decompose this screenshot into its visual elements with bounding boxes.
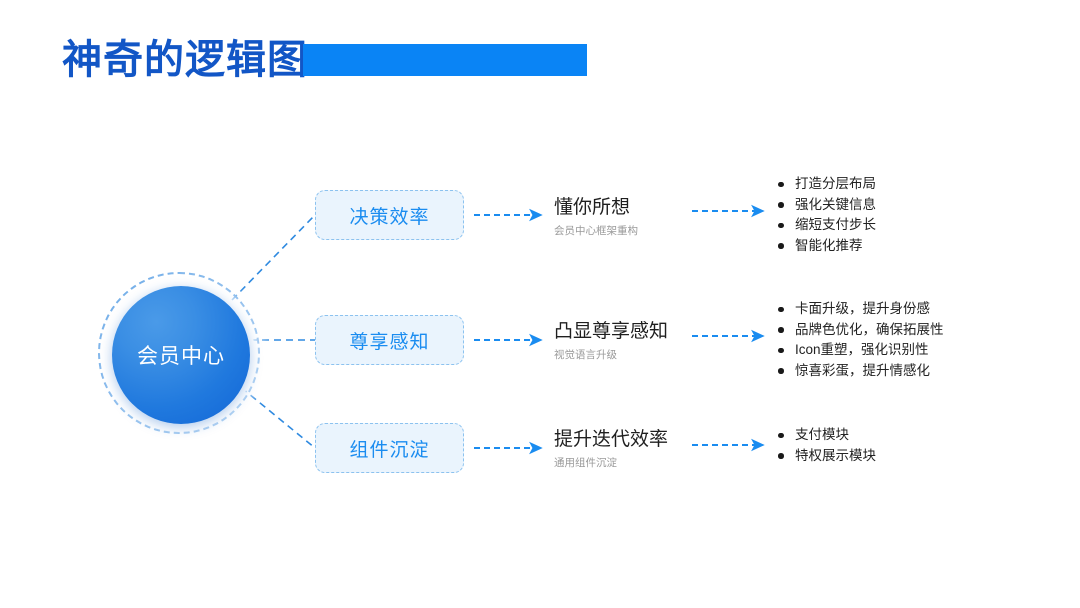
bullet-dot-icon [778,222,784,228]
headline-group-2: 提升迭代效率 通用组件沉淀 [554,428,754,471]
bullet-item-label: 智能化推荐 [795,237,863,253]
bullet-item-label: 品牌色优化，确保拓展性 [795,321,944,337]
title-accent-bar [303,44,587,76]
headline-title: 提升迭代效率 [554,429,669,450]
bullet-item: 品牌色优化，确保拓展性 [778,320,944,341]
headline-group-0: 懂你所想 会员中心框架重构 [554,196,754,239]
bullet-item: 智能化推荐 [778,236,876,257]
bullet-dot-icon [778,306,784,312]
headline-title: 凸显尊享感知 [554,321,669,342]
headline-group-1: 凸显尊享感知 视觉语言升级 [554,320,754,363]
category-box-label: 决策效率 [349,206,430,228]
bullet-list-1: 卡面升级，提升身份感品牌色优化，确保拓展性 Icon重塑，强化识别性惊喜彩蛋，提升… [778,299,944,381]
bullet-dot-icon [778,243,784,249]
headline-subtitle: 通用组件沉淀 [554,457,617,469]
bullet-item-label: Icon重塑，强化识别性 [795,342,929,357]
bullet-dot-icon [778,368,784,374]
slide-header: 神奇的逻辑图 [0,0,1080,110]
bullet-item: Icon重塑，强化识别性 [778,340,944,361]
bullet-item: 打造分层布局 [778,174,876,195]
bullet-item-label: 卡面升级，提升身份感 [795,301,930,316]
bullet-dot-icon [778,181,784,187]
bullet-dot-icon [778,432,784,438]
category-box-label: 组件沉淀 [349,439,430,461]
bullet-dot-icon [778,202,784,208]
bullet-item-label: 打造分层布局 [795,176,876,191]
bullet-item-label: 支付模块 [795,427,849,442]
bullet-item: 支付模块 [778,425,876,446]
category-box-premium-perception[interactable]: 尊享感知 [315,315,464,365]
bullet-item: 强化关键信息 [778,195,876,216]
bullet-dot-icon [778,453,784,459]
central-circle[interactable]: 会员中心 [112,286,250,424]
bullet-item: 卡面升级，提升身份感 [778,299,944,320]
category-box-label: 尊享感知 [349,331,430,353]
bullet-list-0: 打造分层布局强化关键信息缩短支付步长智能化推荐 [778,174,876,256]
headline-subtitle: 视觉语言升级 [554,349,617,361]
bullet-item: 缩短支付步长 [778,215,876,236]
bullet-item: 特权展示模块 [778,446,876,467]
category-box-component-precipitation[interactable]: 组件沉淀 [315,423,464,473]
headline-title: 懂你所想 [554,197,631,218]
headline-subtitle: 会员中心框架重构 [554,225,638,237]
bullet-item: 惊喜彩蛋，提升情感化 [778,361,944,382]
bullet-item-label: 缩短支付步长 [795,217,876,232]
central-dashed-ring [98,272,260,434]
bullet-dot-icon [778,347,784,353]
bullet-item-label: 惊喜彩蛋，提升情感化 [795,362,930,378]
central-node[interactable]: 会员中心 [98,272,264,438]
category-box-decision-efficiency[interactable]: 决策效率 [315,190,464,240]
bullet-list-2: 支付模块特权展示模块 [778,425,876,466]
bullet-dot-icon [778,327,784,333]
central-circle-label: 会员中心 [137,345,225,368]
bullet-item-label: 特权展示模块 [795,447,876,463]
page-title: 神奇的逻辑图 [62,38,308,82]
bullet-item-label: 强化关键信息 [795,196,876,212]
